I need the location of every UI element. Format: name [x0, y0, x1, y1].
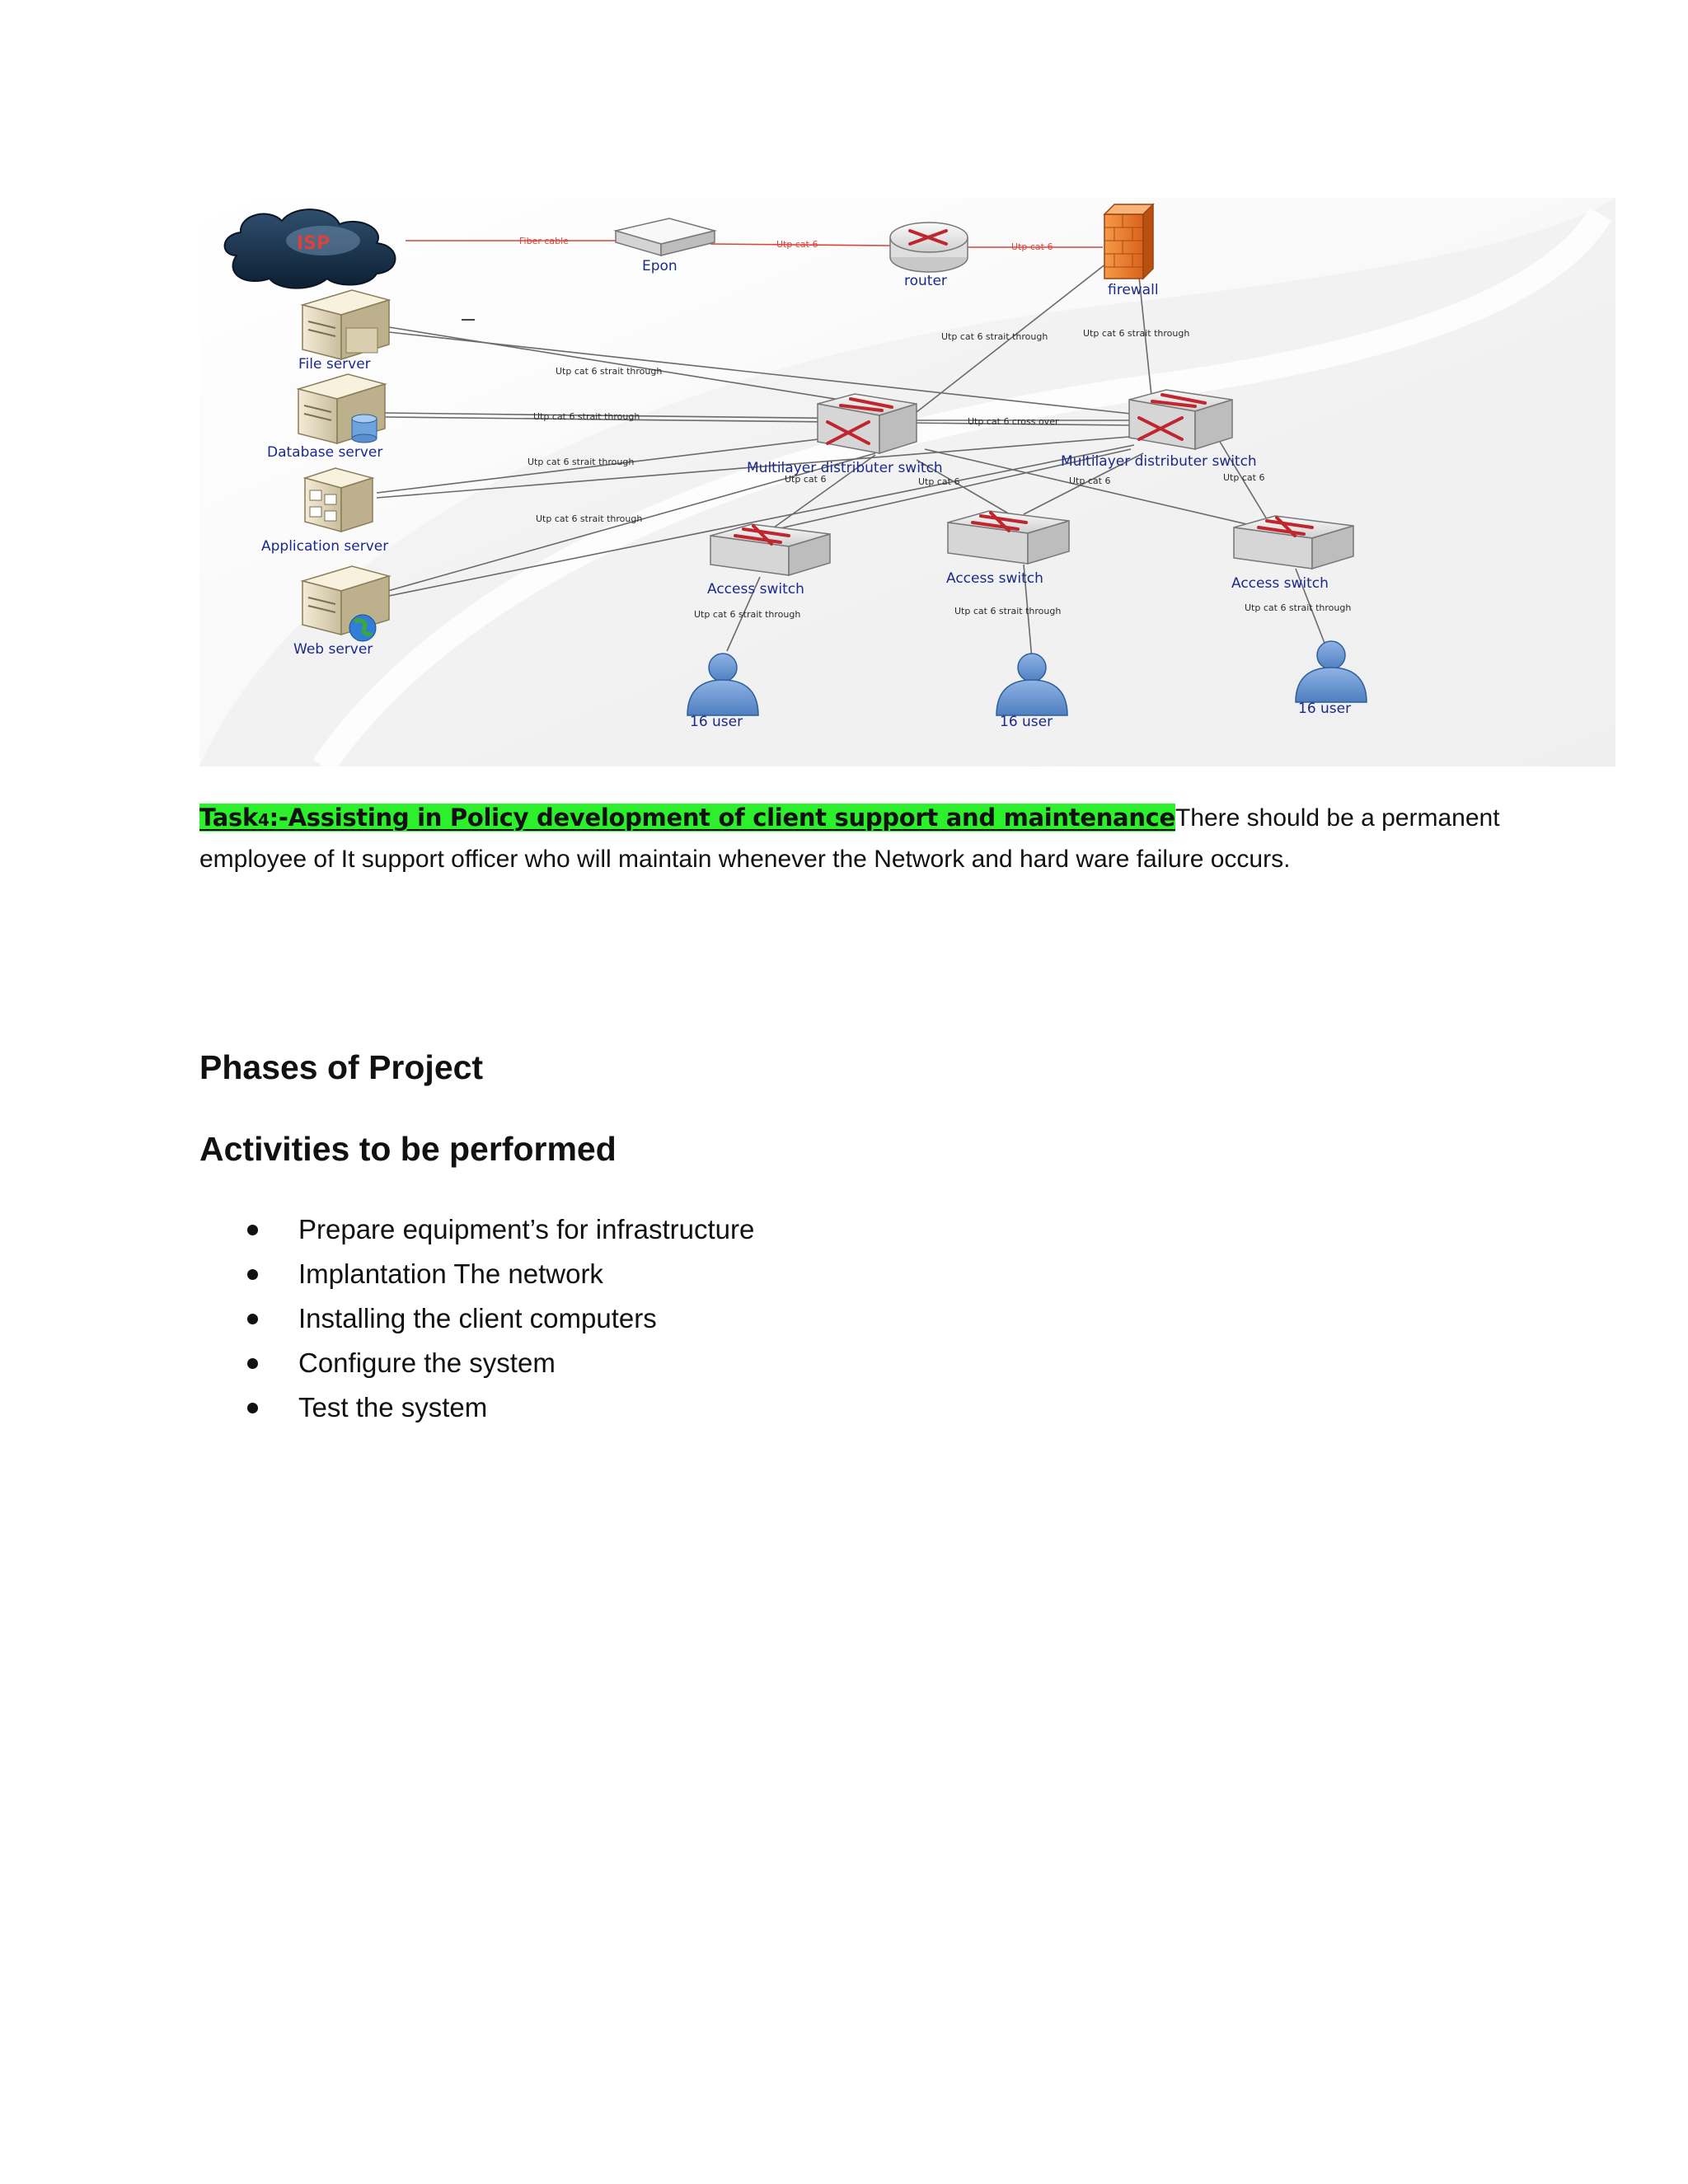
list-item: Configure the system [247, 1341, 754, 1385]
multilayer-switch-icon [1128, 389, 1233, 451]
multilayer-switch-2-label: Multilayer distributer switch [1061, 453, 1257, 470]
access-switch-icon [1233, 515, 1354, 570]
users-1-label: 16 user [690, 714, 743, 730]
list-item: Test the system [247, 1385, 754, 1430]
list-item: Installing the client computers [247, 1296, 754, 1341]
network-diagram-svg: Fiber cable Utp cat 6 Utp cat 6 Utp cat … [199, 198, 1615, 766]
phases-heading: Phases of Project [199, 1048, 484, 1086]
activities-list: Prepare equipment’s for infrastructure I… [247, 1207, 754, 1430]
isp-cloud-icon [223, 209, 396, 289]
list-item-text: Prepare equipment’s for infrastructure [298, 1214, 755, 1244]
application-server-icon [302, 467, 375, 533]
network-diagram: Fiber cable Utp cat 6 Utp cat 6 Utp cat … [199, 198, 1615, 766]
task-heading-number: 4 [257, 810, 270, 830]
firewall-label: firewall [1108, 282, 1159, 298]
activities-heading: Activities to be performed [199, 1130, 617, 1168]
list-item-text: Configure the system [298, 1347, 556, 1378]
bullet-icon [247, 1269, 258, 1280]
link-label-access2-users: Utp cat 6 strait through [954, 606, 1061, 616]
link-label-epon-router: Utp cat 6 [776, 239, 818, 250]
task-heading-rest: :-Assisting in Policy development of cli… [269, 804, 1176, 832]
link-label-application-server: Utp cat 6 strait through [528, 457, 634, 467]
link-label-ml1-down-b: Utp cat 6 [918, 476, 959, 487]
database-server-label: Database server [267, 444, 382, 461]
file-server-icon [300, 289, 392, 361]
bullet-icon [247, 1358, 258, 1369]
link-label-firewall-ml: Utp cat 6 strait through [1083, 328, 1189, 339]
access-switch-2-label: Access switch [946, 570, 1043, 587]
link-labels: Fiber cable Utp cat 6 Utp cat 6 Utp cat … [519, 236, 1351, 620]
link-label-fiber: Fiber cable [519, 236, 569, 246]
link-label-file-server: Utp cat 6 strait through [556, 366, 662, 377]
link-label-ml2-down-b: Utp cat 6 [1223, 472, 1264, 483]
list-item-text: Test the system [298, 1392, 488, 1422]
access-switch-3-label: Access switch [1231, 575, 1329, 592]
database-server-icon [296, 373, 387, 445]
multilayer-switch-icon [817, 393, 917, 455]
task-paragraph: Task4:-Assisting in Policy development o… [199, 798, 1518, 879]
list-item: Implantation The network [247, 1252, 754, 1296]
file-server-label: File server [298, 356, 371, 373]
user-group-icon [996, 653, 1068, 716]
background-swoosh [199, 198, 1615, 766]
users-2-label: 16 user [1000, 714, 1053, 730]
task-body: There should be a permanent employee of … [199, 804, 1500, 873]
bullet-icon [247, 1225, 258, 1235]
router-icon [889, 222, 968, 273]
list-item-text: Implantation The network [298, 1258, 603, 1289]
link-label-access3-users: Utp cat 6 strait through [1245, 602, 1351, 613]
list-item-text: Installing the client computers [298, 1303, 657, 1333]
users-3-label: 16 user [1298, 701, 1351, 717]
link-label-router-ml: Utp cat 6 strait through [941, 331, 1048, 342]
list-item: Prepare equipment’s for infrastructure [247, 1207, 754, 1252]
access-switch-icon [710, 523, 831, 577]
task-heading-prefix: Task [199, 804, 258, 832]
access-switch-icon [947, 510, 1070, 565]
link-label-router-firewall: Utp cat 6 [1011, 241, 1053, 252]
access-switch-1-label: Access switch [707, 581, 804, 598]
epon-icon [613, 218, 717, 256]
bullet-icon [247, 1314, 258, 1324]
application-server-label: Application server [261, 538, 388, 555]
bullet-icon [247, 1403, 258, 1413]
web-server-icon [300, 565, 392, 642]
epon-label: Epon [642, 258, 678, 274]
link-label-ml1-down-a: Utp cat 6 [785, 474, 826, 485]
firewall-icon [1103, 203, 1155, 280]
background-swoosh-highlight [312, 208, 1611, 766]
link-label-ml2-down-a: Utp cat 6 [1069, 476, 1110, 486]
web-server-label: Web server [293, 641, 373, 658]
connection-lines [376, 240, 1328, 660]
user-group-icon [1295, 640, 1367, 703]
link-label-cross-over: Utp cat 6 cross over [968, 416, 1059, 427]
user-group-icon [687, 653, 759, 716]
link-label-access1-users: Utp cat 6 strait through [694, 609, 800, 620]
router-label: router [904, 273, 947, 289]
link-label-database-server: Utp cat 6 strait through [533, 411, 640, 422]
isp-label: ISP [297, 233, 330, 254]
multilayer-switch-1-label: Multilayer distributer switch [747, 460, 943, 476]
task-heading: Task4:-Assisting in Policy development o… [199, 804, 1175, 832]
link-label-web-server: Utp cat 6 strait through [536, 513, 642, 524]
